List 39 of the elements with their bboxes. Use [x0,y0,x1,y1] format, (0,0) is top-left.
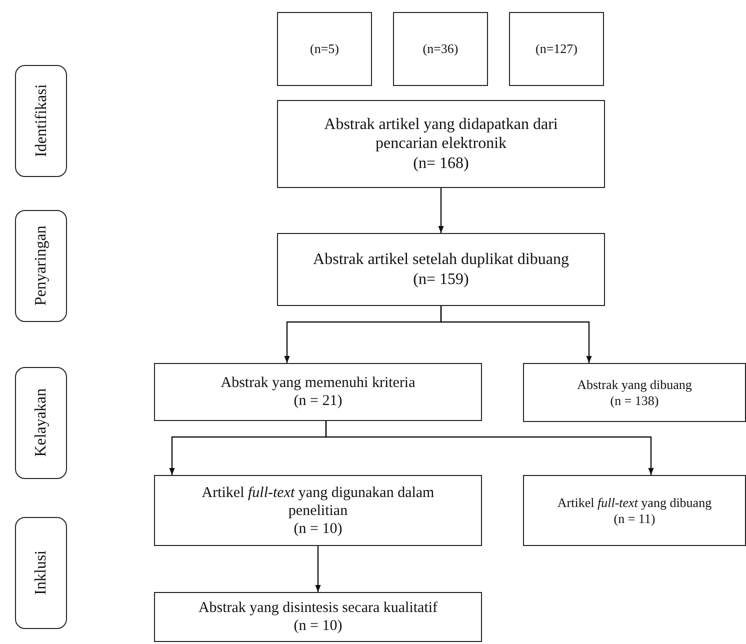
count-text: (n = 10) [294,617,342,635]
stage-label-box [15,367,67,479]
stage-label: Identifikasi [31,84,50,158]
count-text: (n = 138) [610,392,659,408]
stage-label-box [15,210,67,322]
box-text: Abstrak yang memenuhi kriteria [220,374,416,392]
stage-label: Kelayakan [31,388,50,458]
count-text: (n= 159) [413,270,469,289]
stage-label-box [15,517,67,629]
count-text: (n = 11) [614,510,656,526]
count-text: (n = 21) [294,392,342,410]
box-text: Abstrak yang disintesis secara kualitatif [198,599,438,617]
process-box [154,363,482,421]
count-text: (n=36) [422,41,458,57]
process-box [523,363,746,422]
count-text: (n= 168) [413,154,469,173]
process-box [523,475,746,546]
process-box [277,12,372,86]
arrow [438,188,444,233]
stage-label: Penyaringan [31,226,50,306]
arrow [325,421,654,475]
stage-label-box [15,65,67,177]
process-box [277,100,605,188]
box-text: Abstrak yang dibuang [577,376,692,392]
box-text: Artikel full-text yang dibuang [557,494,712,510]
process-box [509,12,604,86]
count-text: (n=127) [536,41,578,57]
box-text: Abstrak artikel setelah duplikat dibuang [313,250,569,270]
count-text: (n = 10) [294,520,342,538]
process-box [277,233,605,306]
count-text: (n=5) [310,41,339,57]
arrow [440,306,592,363]
process-box [393,12,488,86]
stage-label: Inklusi [31,550,50,596]
arrow [315,546,321,592]
process-box [154,592,482,642]
box-text: Artikel full-text yang digunakan dalam penelitian [200,484,436,520]
process-box [154,475,482,546]
box-text: Abstrak artikel yang didapatkan dari pencarian elektronik [323,115,559,154]
